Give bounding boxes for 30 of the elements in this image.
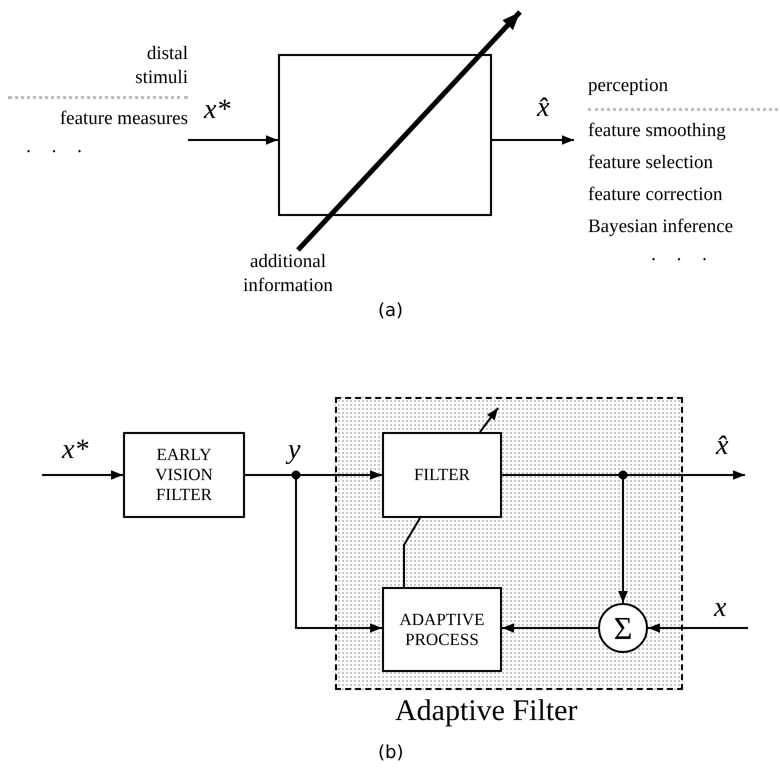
text-label: distal stimuli: [134, 42, 188, 90]
text-label: feature measures: [58, 107, 188, 131]
process-block: EARLY VISION FILTER: [123, 432, 245, 518]
edge-label: y: [288, 436, 300, 464]
text-label: . . .: [25, 135, 91, 159]
edge-label: x*: [204, 96, 230, 124]
panel-label: (b): [378, 742, 404, 763]
arrow: [296, 10, 522, 252]
connector-line: [403, 517, 421, 587]
text-label: additional information: [228, 250, 348, 306]
text-label: . . .: [650, 243, 716, 267]
process-block: FILTER: [382, 432, 502, 518]
edge-label: x̂: [537, 94, 550, 122]
text-label: feature correction: [588, 183, 724, 207]
empty-block: [278, 54, 492, 216]
text-label: perception: [588, 74, 670, 98]
edge-label: x: [714, 594, 726, 622]
text-label: Bayesian inference: [588, 215, 734, 239]
arrow: [502, 623, 598, 633]
text-label: feature smoothing: [588, 119, 727, 143]
arrow: [648, 623, 748, 633]
arrow: [492, 135, 574, 145]
edge-label: x*: [62, 436, 88, 464]
arrow: [42, 470, 123, 480]
process-block: ADAPTIVE PROCESS: [382, 587, 502, 672]
text-label: feature selection: [588, 151, 714, 175]
arrow: [188, 135, 278, 145]
panel-label: (a): [378, 300, 404, 321]
edge-label: x̂: [716, 432, 728, 460]
group-title: Adaptive Filter: [395, 694, 578, 728]
